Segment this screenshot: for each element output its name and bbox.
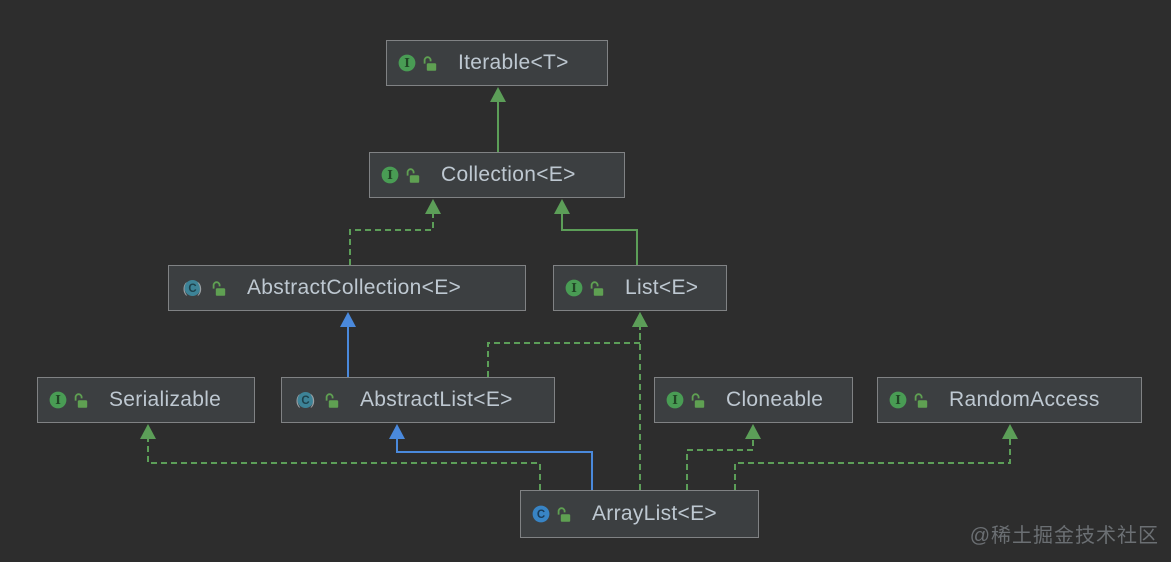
class-node-collection[interactable]: I Collection<E> [369,152,625,198]
unlocked-padlock-icon [423,56,437,71]
svg-text:I: I [387,168,393,182]
interface-icon: I [889,391,907,409]
edge-array-list-implements-cloneable [686,438,754,490]
edge-array-list-implements-serializable [147,438,541,490]
svg-text:C: C [537,509,545,521]
abstract-class-icon: (C) [296,392,315,408]
svg-text:I: I [55,393,61,407]
interface-icon: I [565,279,583,297]
edge-list-extends-collection [561,213,638,265]
svg-text:I: I [404,56,410,70]
class-node-label: List<E> [625,276,699,299]
class-node-label: Iterable<T> [458,51,569,74]
class-node-label: Cloneable [726,388,824,411]
unlocked-padlock-icon [74,393,88,408]
svg-text:I: I [571,281,577,295]
class-node-label: RandomAccess [949,388,1100,411]
class-node-label: Collection<E> [441,163,576,186]
unlocked-padlock-icon [691,393,705,408]
unlocked-padlock-icon [590,281,604,296]
arrowhead-list-to-collection [554,199,570,214]
class-node-abstract-collection[interactable]: (C) AbstractCollection<E> [168,265,526,311]
arrowhead-array-list-to-random-access [1002,424,1018,439]
edge-abstract-list-implements-list [487,326,641,377]
unlocked-padlock-icon [212,281,226,296]
arrowhead-abstract-list-to-abstract-collection [340,312,356,327]
arrowhead-array-list-to-abstract-list [389,424,405,439]
edge-abstract-collection-implements-collection [349,213,434,265]
class-node-label: AbstractList<E> [360,388,513,411]
watermark: @稀土掘金技术社区 [969,525,1159,547]
svg-text:C: C [188,283,196,295]
interface-icon: I [398,54,416,72]
arrowhead-collection-to-iterable [490,87,506,102]
arrowhead-array-list-to-list [632,312,648,327]
svg-text:I: I [672,393,678,407]
unlocked-padlock-icon [557,507,571,522]
arrowhead-abstract-list-to-list [632,312,648,327]
class-node-label: Serializable [109,388,222,411]
class-node-list[interactable]: I List<E> [553,265,727,311]
class-node-random-access[interactable]: I RandomAccess [877,377,1142,423]
svg-text:): ) [197,280,202,296]
class-node-label: ArrayList<E> [592,502,717,525]
arrowhead-array-list-to-serializable [140,424,156,439]
class-node-serializable[interactable]: I Serializable [37,377,255,423]
unlocked-padlock-icon [406,168,420,183]
unlocked-padlock-icon [325,393,339,408]
abstract-class-icon: (C) [183,280,202,296]
class-icon: C [532,505,550,523]
class-node-array-list[interactable]: C ArrayList<E> [520,490,759,538]
svg-text:): ) [310,392,315,408]
edge-array-list-extends-abstract-list [396,438,593,490]
edge-array-list-implements-random-access [734,438,1011,490]
arrowhead-abstract-collection-to-collection [425,199,441,214]
arrowhead-array-list-to-cloneable [745,424,761,439]
interface-icon: I [49,391,67,409]
class-node-iterable[interactable]: I Iterable<T> [386,40,608,86]
class-node-label: AbstractCollection<E> [247,276,462,299]
interface-icon: I [666,391,684,409]
unlocked-padlock-icon [914,393,928,408]
svg-text:C: C [301,395,309,407]
interface-icon: I [381,166,399,184]
class-node-abstract-list[interactable]: (C) AbstractList<E> [281,377,555,423]
class-node-cloneable[interactable]: I Cloneable [654,377,853,423]
svg-text:I: I [895,393,901,407]
